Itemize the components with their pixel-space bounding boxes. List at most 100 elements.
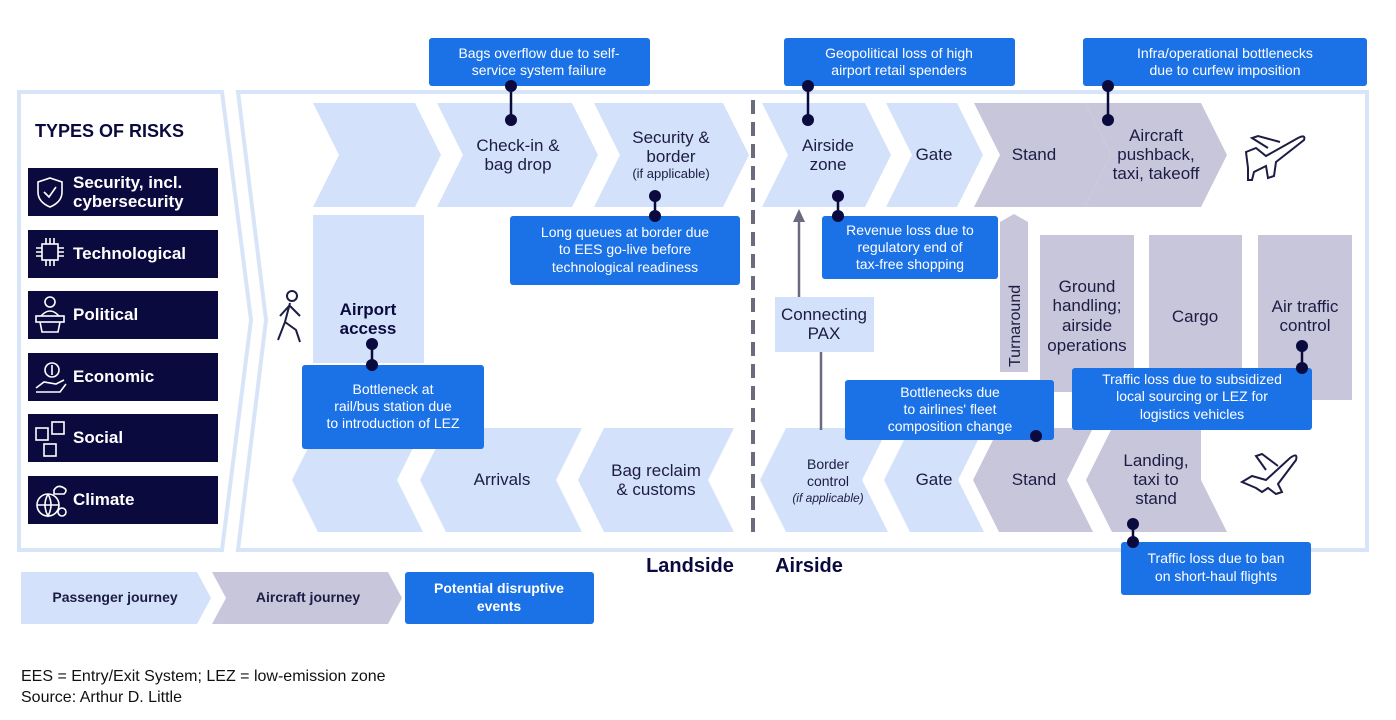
risks-title: TYPES OF RISKS bbox=[35, 121, 184, 141]
event-text-2: local sourcing or LEZ for bbox=[1116, 388, 1268, 404]
chevron-landing bbox=[1086, 428, 1227, 532]
event-text-2: rail/bus station due bbox=[334, 398, 452, 414]
gate-top-label: Gate bbox=[916, 145, 953, 164]
social-media-icon bbox=[35, 421, 65, 457]
event-text-3: technological readiness bbox=[552, 259, 698, 275]
chevron-arrivals bbox=[420, 428, 582, 532]
landing-label-1: Landing, bbox=[1123, 451, 1188, 470]
legend-aircraft-swatch bbox=[212, 572, 402, 624]
airport-access-label-2: access bbox=[340, 319, 397, 338]
legend-events-swatch bbox=[405, 572, 594, 624]
event-text-1: Geopolitical loss of high bbox=[825, 45, 973, 61]
event-queues: Long queues at border due to EES go-live… bbox=[510, 216, 740, 285]
event-text-1: Bottlenecks due bbox=[900, 384, 1000, 400]
ground-handling-label-4: operations bbox=[1047, 336, 1126, 355]
event-bags-overflow: Bags overflow due to self- service syste… bbox=[429, 38, 650, 86]
risk-label: Political bbox=[73, 305, 138, 324]
event-text-3: logistics vehicles bbox=[1140, 406, 1244, 422]
chevron-stand-bottom bbox=[973, 428, 1093, 532]
risk-label-2: cybersecurity bbox=[73, 192, 184, 211]
event-traffic-lez: Traffic loss due to subsidized local sou… bbox=[1072, 368, 1312, 430]
chevron-airside-zone bbox=[762, 103, 891, 207]
airplane-takeoff-icon bbox=[1244, 134, 1306, 181]
event-geopolitical: Geopolitical loss of high airport retail… bbox=[784, 38, 1015, 86]
risk-label: Economic bbox=[73, 367, 154, 386]
chevron-gate-bottom bbox=[884, 428, 984, 532]
risk-item-technological: Technological bbox=[28, 230, 218, 278]
event-text-1: Infra/operational bottlenecks bbox=[1137, 45, 1313, 61]
cargo-label: Cargo bbox=[1172, 307, 1218, 326]
airside-label: Airside bbox=[775, 555, 843, 577]
money-hand-icon bbox=[35, 362, 67, 393]
airport-access-box bbox=[313, 215, 424, 363]
airplane-landing-icon bbox=[1239, 452, 1298, 496]
checkin-label-1: Check-in & bbox=[476, 136, 560, 155]
chevron-pushback bbox=[1085, 103, 1227, 207]
chevron-checkin bbox=[437, 103, 598, 207]
cargo-box bbox=[1149, 235, 1242, 392]
security-label-1: Security & bbox=[632, 128, 710, 147]
legend-events-label-1: Potential disruptive bbox=[434, 580, 564, 596]
bag-reclaim-label-2: & customs bbox=[616, 480, 695, 499]
event-curfew: Infra/operational bottlenecks due to cur… bbox=[1083, 38, 1367, 86]
event-text-2: service system failure bbox=[472, 62, 607, 78]
risk-item-social: Social bbox=[28, 414, 218, 462]
risks-frame bbox=[17, 90, 254, 552]
footnote-source: Source: Arthur D. Little bbox=[21, 689, 182, 706]
chevron-landside-entry bbox=[313, 103, 441, 207]
event-text-1: Traffic loss due to ban bbox=[1148, 550, 1285, 566]
bag-reclaim-label-1: Bag reclaim bbox=[611, 461, 701, 480]
pushback-label-3: taxi, takeoff bbox=[1113, 164, 1200, 183]
security-label-2: border bbox=[646, 147, 695, 166]
event-text-2: airport retail spenders bbox=[831, 62, 966, 78]
connecting-pax-box bbox=[775, 297, 874, 352]
arrivals-label: Arrivals bbox=[474, 470, 531, 489]
chevron-security bbox=[594, 103, 749, 207]
risk-item-economic: Economic bbox=[28, 353, 218, 401]
journey-frame bbox=[235, 90, 1369, 552]
globe-weather-icon bbox=[36, 485, 67, 518]
legend-passenger-swatch bbox=[21, 572, 211, 624]
shield-check-icon bbox=[37, 177, 63, 208]
connecting-label-2: PAX bbox=[808, 324, 841, 343]
risk-label: Technological bbox=[73, 244, 186, 263]
security-note: (if applicable) bbox=[632, 166, 709, 181]
risk-label: Social bbox=[73, 428, 123, 447]
chevron-gate-top bbox=[886, 103, 983, 207]
ground-handling-label-3: airside bbox=[1062, 316, 1112, 335]
airport-access-label-1: Airport bbox=[340, 300, 397, 319]
gate-bottom-label: Gate bbox=[916, 470, 953, 489]
pushback-label-1: Aircraft bbox=[1129, 126, 1183, 145]
chevron-border-control bbox=[760, 428, 888, 532]
atc-label-1: Air traffic bbox=[1272, 297, 1339, 316]
ground-handling-box bbox=[1040, 235, 1134, 392]
ground-handling-label-1: Ground bbox=[1059, 277, 1116, 296]
event-text-1: Traffic loss due to subsidized bbox=[1102, 371, 1282, 387]
turnaround-label: Turnaround bbox=[1007, 285, 1024, 367]
stand-bottom-label: Stand bbox=[1012, 470, 1056, 489]
atc-label-2: control bbox=[1279, 316, 1330, 335]
chevron-stand-top bbox=[974, 103, 1111, 207]
checkin-label-2: bag drop bbox=[484, 155, 551, 174]
event-rail: Bottleneck at rail/bus station due to in… bbox=[302, 365, 484, 449]
event-text-3: to introduction of LEZ bbox=[326, 415, 460, 431]
footnote-abbreviations: EES = Entry/Exit System; LEZ = low-emiss… bbox=[21, 668, 386, 685]
airside-zone-label-1: Airside bbox=[802, 136, 854, 155]
pushback-label-2: pushback, bbox=[1117, 145, 1195, 164]
border-control-label-1: Border bbox=[807, 456, 849, 472]
event-text-3: tax-free shopping bbox=[856, 256, 964, 272]
landing-label-3: stand bbox=[1135, 489, 1177, 508]
up-arrow-icon bbox=[793, 209, 805, 222]
landside-label: Landside bbox=[646, 555, 734, 577]
chip-icon bbox=[36, 238, 64, 266]
event-revenue: Revenue loss due to regulatory end of ta… bbox=[822, 216, 998, 279]
border-note: (if applicable) bbox=[792, 491, 863, 505]
connecting-label-1: Connecting bbox=[781, 305, 867, 324]
event-text-3: composition change bbox=[888, 418, 1013, 434]
risk-label: Climate bbox=[73, 490, 134, 509]
event-fleet: Bottlenecks due to airlines' fleet compo… bbox=[845, 380, 1054, 440]
walking-person-icon bbox=[277, 290, 301, 343]
risk-item-security: Security, incl. cybersecurity bbox=[28, 168, 218, 216]
event-text-2: to EES go-live before bbox=[559, 241, 692, 257]
